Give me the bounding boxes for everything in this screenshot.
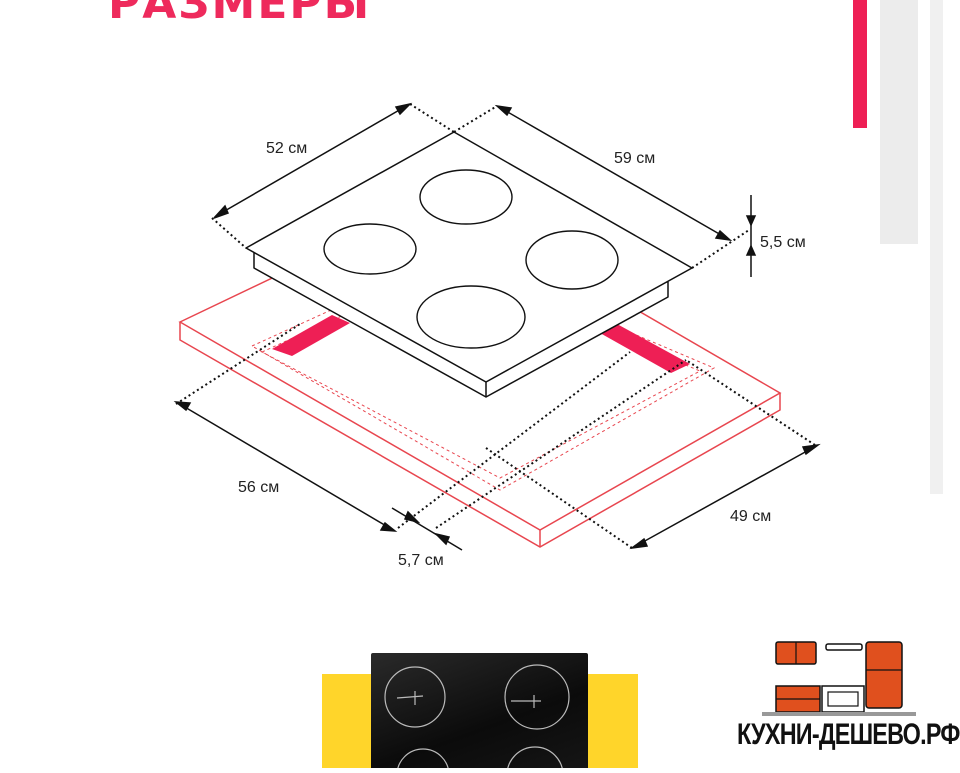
- page-title: РАЗМЕРЫ: [108, 0, 372, 29]
- burner-icon: [506, 746, 564, 773]
- burner-icon: [504, 664, 570, 730]
- hob-burners: [323, 169, 619, 349]
- decorative-bar: [930, 0, 943, 494]
- product-photo: [371, 653, 588, 773]
- cutout-strip-left: [272, 315, 350, 356]
- extension-lines: [175, 103, 816, 549]
- burner-icon: [384, 666, 446, 728]
- dimension-diagram: 52 см 59 см 5,5 см 56 см 49 см 5,7 см: [173, 102, 821, 569]
- burner-left: [323, 223, 417, 275]
- burner-front: [416, 285, 526, 349]
- dimension-arrows: [173, 102, 821, 551]
- label-cutout-depth: 49 см: [730, 508, 771, 525]
- label-hob-depth: 59 см: [614, 150, 655, 167]
- decorative-bar: [880, 0, 918, 244]
- logo-icon: [762, 641, 916, 716]
- cutout-strip-right: [600, 324, 690, 373]
- burner-back: [419, 169, 513, 225]
- label-hob-height: 5,5 см: [760, 234, 806, 251]
- label-edge-offset: 5,7 см: [398, 552, 444, 569]
- hob-body: [245, 131, 693, 398]
- label-hob-width: 52 см: [266, 140, 307, 157]
- accent-bar: [853, 0, 867, 128]
- logo-text: КУХНИ-ДЕШЕВО.РФ: [737, 718, 960, 751]
- burner-right: [525, 230, 619, 290]
- burner-icon: [396, 748, 450, 773]
- label-cutout-width: 56 см: [238, 479, 279, 496]
